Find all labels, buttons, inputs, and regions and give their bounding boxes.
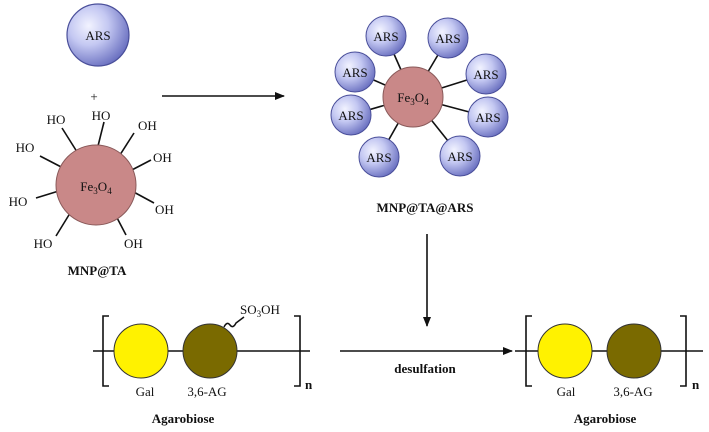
agarobiose-sulfated: SO3OH Gal 3,6-AG n Agarobiose bbox=[93, 302, 313, 426]
agarobiose-label: Agarobiose bbox=[152, 411, 215, 426]
hydroxyl-label: HO bbox=[34, 236, 53, 251]
mnp-ta: Fe3O4 HO HO OH HO OH HO OH HO OH MNP@TA bbox=[9, 108, 174, 278]
ars-label: ARS bbox=[435, 31, 460, 46]
repeat-n: n bbox=[305, 377, 313, 392]
ars-reagent: ARS bbox=[66, 3, 130, 67]
fe3o4-core bbox=[55, 144, 137, 226]
hydroxyl-label: HO bbox=[9, 194, 28, 209]
ag-label: 3,6-AG bbox=[187, 384, 226, 399]
ag-label: 3,6-AG bbox=[613, 384, 652, 399]
right-bracket bbox=[294, 315, 301, 387]
ars-bead bbox=[66, 3, 130, 67]
ars-bead bbox=[330, 94, 372, 136]
gal-label: Gal bbox=[136, 384, 155, 399]
gal-unit bbox=[113, 323, 169, 379]
ars-bead bbox=[365, 15, 407, 57]
hydroxyl-label: HO bbox=[92, 108, 111, 123]
hydroxyl-label: OH bbox=[155, 202, 174, 217]
desulfation-label: desulfation bbox=[394, 361, 456, 376]
agarobiose-label: Agarobiose bbox=[574, 411, 637, 426]
left-bracket bbox=[525, 315, 532, 387]
ars-bead bbox=[334, 51, 376, 93]
mnp-ta-ars: Fe3O4 ARS ARS ARS ARS ARS ARS ARS ARS MN… bbox=[330, 15, 509, 215]
ars-bead bbox=[467, 96, 509, 138]
ars-label: ARS bbox=[366, 150, 391, 165]
ars-bead bbox=[465, 53, 507, 95]
sulfate-label: SO3OH bbox=[240, 302, 280, 319]
ars-label: ARS bbox=[373, 29, 398, 44]
anhydro-gal-unit bbox=[606, 323, 662, 379]
ars-bead bbox=[439, 135, 481, 177]
gal-label: Gal bbox=[557, 384, 576, 399]
ars-bead bbox=[358, 136, 400, 178]
ars-bead bbox=[427, 17, 469, 59]
ars-label: ARS bbox=[447, 149, 472, 164]
agarobiose-desulfated: Gal 3,6-AG n Agarobiose bbox=[515, 315, 703, 426]
fe3o4-label: Fe3O4 bbox=[397, 90, 429, 107]
anhydro-gal-unit bbox=[182, 323, 238, 379]
plus-sign: + bbox=[90, 89, 97, 104]
fe3o4-core bbox=[382, 66, 444, 128]
sulfate-bond bbox=[223, 316, 245, 328]
repeat-n: n bbox=[692, 377, 700, 392]
right-bracket bbox=[680, 315, 687, 387]
ars-label: ARS bbox=[342, 65, 367, 80]
hydroxyl-label: OH bbox=[138, 118, 157, 133]
ars-label: ARS bbox=[475, 110, 500, 125]
mnp-ta-ars-label: MNP@TA@ARS bbox=[377, 200, 474, 215]
hydroxyl-label: HO bbox=[16, 140, 35, 155]
hydroxyl-label: HO bbox=[47, 112, 66, 127]
fe3o4-label: Fe3O4 bbox=[80, 179, 112, 196]
ars-label: ARS bbox=[338, 108, 363, 123]
hydroxyl-label: OH bbox=[153, 150, 172, 165]
mnp-ta-label: MNP@TA bbox=[68, 263, 127, 278]
gal-unit bbox=[537, 323, 593, 379]
left-bracket bbox=[102, 315, 109, 387]
ars-label: ARS bbox=[473, 67, 498, 82]
ars-label: ARS bbox=[85, 28, 110, 43]
hydroxyl-label: OH bbox=[124, 236, 143, 251]
